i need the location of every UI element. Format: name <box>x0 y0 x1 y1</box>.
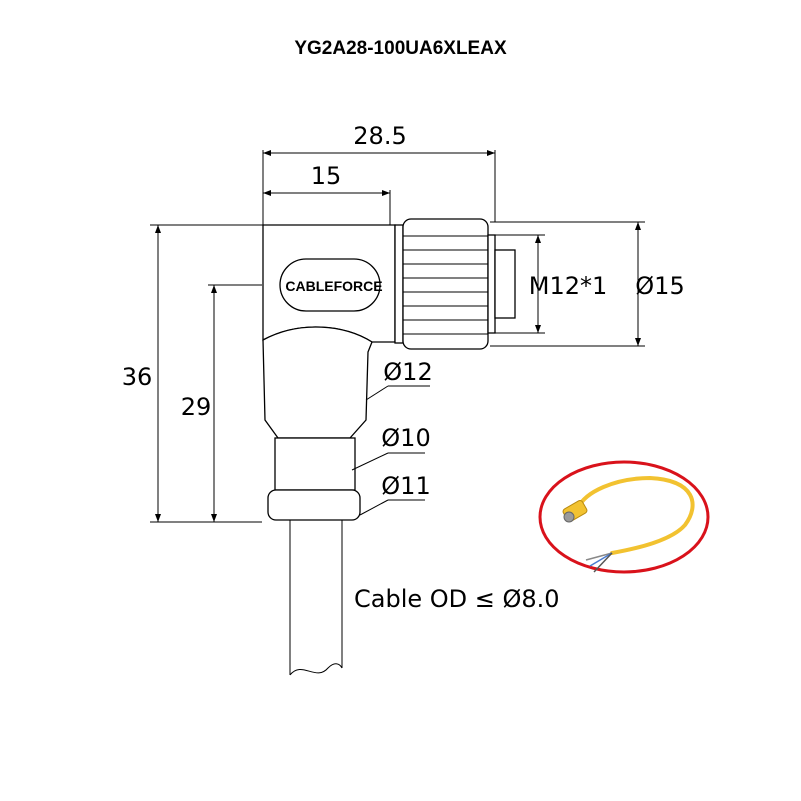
connector-body: CABLEFORCE <box>262 224 396 521</box>
dim-d3: Ø11 <box>359 472 431 516</box>
wire-blue <box>589 552 613 567</box>
dim-body-width: 15 <box>263 162 391 225</box>
wire-black <box>593 552 613 573</box>
yellow-cable <box>576 475 695 555</box>
wire-grey <box>585 552 613 561</box>
product-photo <box>538 460 710 574</box>
dim-d1: Ø12 <box>365 358 433 401</box>
brand-label-pill <box>279 258 381 312</box>
dim-nut-diameter: Ø15 <box>490 221 685 347</box>
dim-thread: M12*1 <box>495 234 608 334</box>
metal-coupling <box>563 511 575 523</box>
highlight-ellipse <box>538 460 710 574</box>
dim-body-width-label: 15 <box>311 162 342 190</box>
dim-overall-width: 28.5 <box>262 122 496 225</box>
dim-thread-label: M12*1 <box>529 272 608 300</box>
brand-label: CABLEFORCE <box>285 278 382 294</box>
dim-d2: Ø10 <box>351 424 431 471</box>
dim-nut-diameter-label: Ø15 <box>635 272 684 300</box>
dim-overall-height: 36 <box>122 224 263 523</box>
cable: Cable OD ≤ Ø8.0 <box>289 520 560 676</box>
dim-body-height-label: 29 <box>181 393 212 421</box>
dim-overall-width-label: 28.5 <box>353 122 406 150</box>
cable-od-label: Cable OD ≤ Ø8.0 <box>354 585 560 613</box>
dim-d2-label: Ø10 <box>381 424 430 452</box>
dim-d3-label: Ø11 <box>381 472 430 500</box>
coupling-nut <box>394 218 516 350</box>
dim-body-height: 29 <box>181 284 262 522</box>
dim-overall-height-label: 36 <box>122 363 153 391</box>
product-code-title: YG2A28-100UA6XLEAX <box>294 38 507 59</box>
dim-d1-label: Ø12 <box>383 358 432 386</box>
